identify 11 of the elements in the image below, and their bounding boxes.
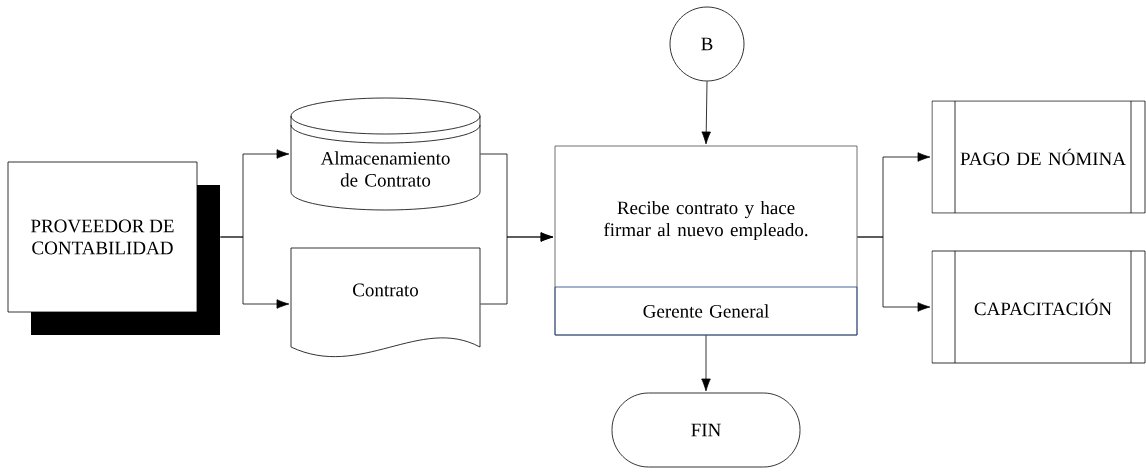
arrow: [480, 232, 554, 305]
arrow: [220, 236, 290, 309]
document-shape: Contrato: [290, 247, 481, 357]
arrow: [701, 335, 711, 392]
arrow: [701, 81, 711, 145]
arrow: [857, 236, 931, 312]
process-box: Recibe contrato y hace firmar al nuevo empleado. Gerente General: [554, 145, 858, 336]
database-cylinder: Almacenamiento de Contrato: [290, 97, 481, 211]
subprocess-box: CAPACITACIÓN: [931, 250, 1146, 364]
subprocess-box: PAGO DE NÓMINA: [931, 100, 1146, 214]
entity-box: PROVEEDOR DE CONTABILIDAD: [7, 161, 220, 335]
